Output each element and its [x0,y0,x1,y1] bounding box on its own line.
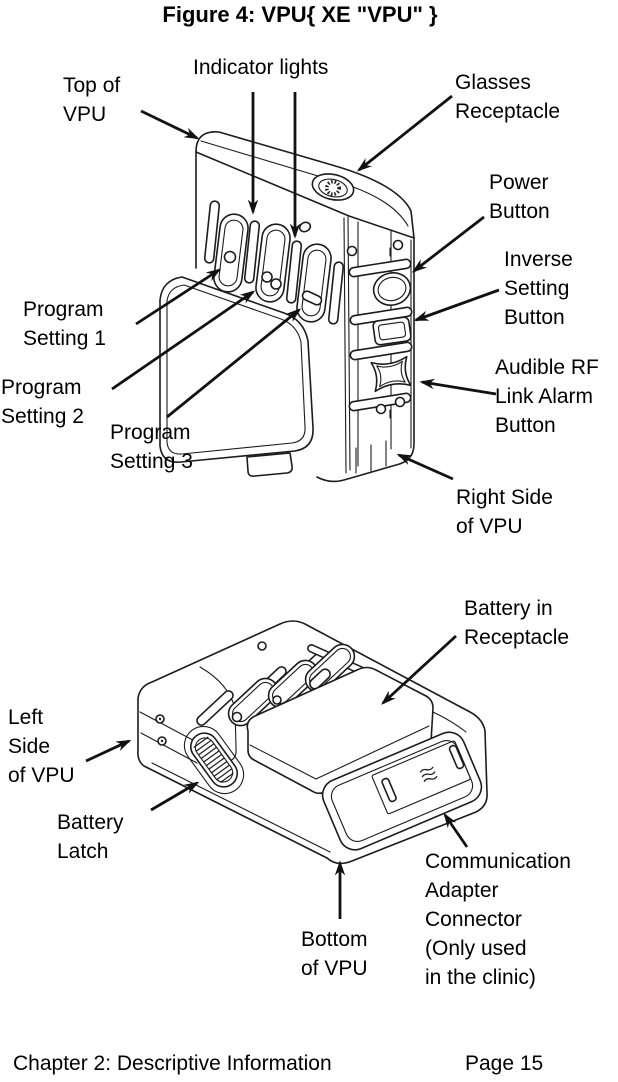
label-program-setting-2: Program Setting 2 [1,376,84,428]
left-face-screws [155,714,167,746]
label-top-of-vpu: Top of VPU [63,74,121,126]
indicator-light-dot [298,221,312,233]
label-bottom-of-vpu: Bottom of VPU [301,928,368,980]
label-communication-adapter-connector: Communication Adapter Connector (Only us… [425,850,571,989]
footer-page: Page 15 [465,1052,544,1075]
top-band-buttons [196,641,377,727]
figure-title: Figure 4: VPU{ XE "VPU" } [162,2,438,27]
footer-chapter: Chapter 2: Descriptive Information [13,1052,332,1075]
label-inverse-setting-button: Inverse Setting Button [504,248,573,329]
inverse-setting-button-shape [372,316,412,346]
label-power-button: Power Button [489,171,550,223]
audible-rf-button-shape [370,355,412,393]
front-clip [159,276,314,477]
program-setting-buttons [213,213,332,323]
label-right-side-of-vpu: Right Side of VPU [456,486,553,538]
battery-latch-shape [183,725,245,795]
label-battery-latch: Battery Latch [57,811,124,863]
side-screws [346,239,406,419]
label-battery-in-receptacle: Battery in Receptacle [464,597,570,649]
label-left-side-of-vpu: Left Side of VPU [8,706,75,787]
label-program-setting-1: Program Setting 1 [23,298,106,350]
leader-arrows [85,92,500,919]
side-bars [348,258,413,412]
power-button-shape [372,272,412,306]
label-indicator-lights: Indicator lights [193,56,329,79]
label-program-setting-3: Program Setting 3 [110,421,193,473]
vpu-top-drawing [159,131,415,483]
glasses-receptacle-port [311,173,355,201]
front-bars [203,200,345,325]
bottom-panel [321,731,483,851]
label-glasses-receptacle: Glasses Receptacle [455,71,561,123]
label-audible-rf-link-alarm-button: Audible RF Link Alarm Button [495,356,599,437]
communication-connector [371,740,471,815]
connector-stack-icon [419,766,438,782]
